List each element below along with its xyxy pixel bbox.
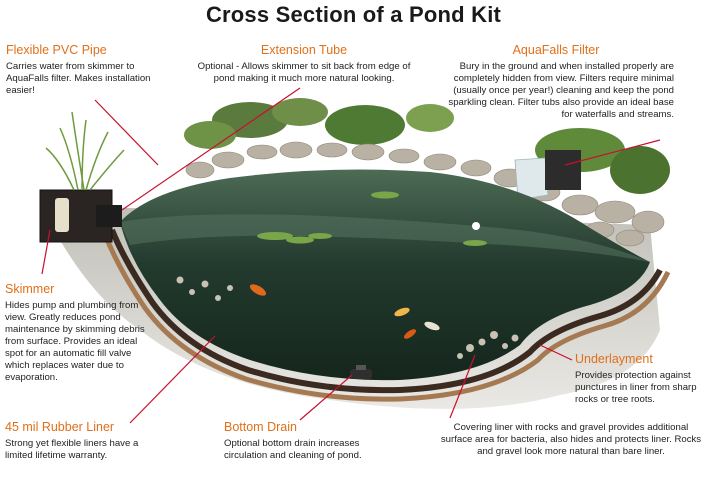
leader-rocks <box>449 354 476 419</box>
callout-liner-body: Strong yet flexible liners have a limite… <box>5 438 139 461</box>
koi-fish <box>249 284 440 339</box>
leader-skimmer <box>41 229 51 275</box>
callout-extension-body: Optional - Allows skimmer to sit back fr… <box>197 61 411 84</box>
callout-drain-body: Optional bottom drain increases circulat… <box>224 438 362 461</box>
callout-skimmer-title: Skimmer <box>5 282 55 296</box>
callout-drain-title: Bottom Drain <box>224 420 297 434</box>
leader-pvc <box>94 99 159 166</box>
waterfall <box>514 157 549 201</box>
callout-aquafalls-title: AquaFalls Filter <box>512 43 600 57</box>
aquafalls-filter-box <box>545 150 581 190</box>
leader-underlayment <box>539 344 573 361</box>
callout-underlayment-title: Underlayment <box>575 352 653 366</box>
leader-lines <box>41 87 661 424</box>
callout-pvc-pipe: Flexible PVC Pipe Carries water from ski… <box>6 43 158 97</box>
water-lily-flower <box>472 222 480 230</box>
page-title: Cross Section of a Pond Kit <box>205 2 502 27</box>
leader-extension <box>121 87 301 211</box>
callout-underlayment-body: Provides protection against punctures in… <box>575 370 697 405</box>
water-surface <box>120 214 650 262</box>
callout-skimmer: Skimmer Hides pump and plumbing from vie… <box>5 282 145 384</box>
callout-extension-tube: Extension Tube Optional - Allows skimmer… <box>186 43 422 85</box>
callout-pvc-title: Flexible PVC Pipe <box>6 43 107 57</box>
leader-drain <box>299 374 353 421</box>
callout-liner-title: 45 mil Rubber Liner <box>5 420 115 434</box>
callout-underlayment: Underlayment Provides protection against… <box>575 352 703 406</box>
gravel-bottom <box>176 276 519 359</box>
ornamental-grass <box>45 111 125 191</box>
callout-rubber-liner: 45 mil Rubber Liner Strong yet flexible … <box>5 420 155 462</box>
leader-aquafalls <box>564 139 661 166</box>
callout-rocks-gravel: Covering liner with rocks and gravel pro… <box>440 422 702 458</box>
callout-extension-title: Extension Tube <box>260 43 348 57</box>
callout-skimmer-body: Hides pump and plumbing from view. Great… <box>5 300 145 383</box>
lily-pads <box>257 191 487 246</box>
bottom-drain-device <box>350 365 372 379</box>
leader-liner <box>129 335 216 424</box>
callout-bottom-drain: Bottom Drain Optional bottom drain incre… <box>224 420 384 462</box>
skimmer-device <box>39 189 122 243</box>
callout-aquafalls-body: Bury in the ground and when installed pr… <box>448 61 674 120</box>
callout-pvc-body: Carries water from skimmer to AquaFalls … <box>6 61 151 96</box>
rubber-liner <box>109 228 663 394</box>
callout-rocks-body: Covering liner with rocks and gravel pro… <box>440 422 702 457</box>
callout-aquafalls-filter: AquaFalls Filter Bury in the ground and … <box>438 43 674 121</box>
underlayment-layer <box>101 231 671 402</box>
